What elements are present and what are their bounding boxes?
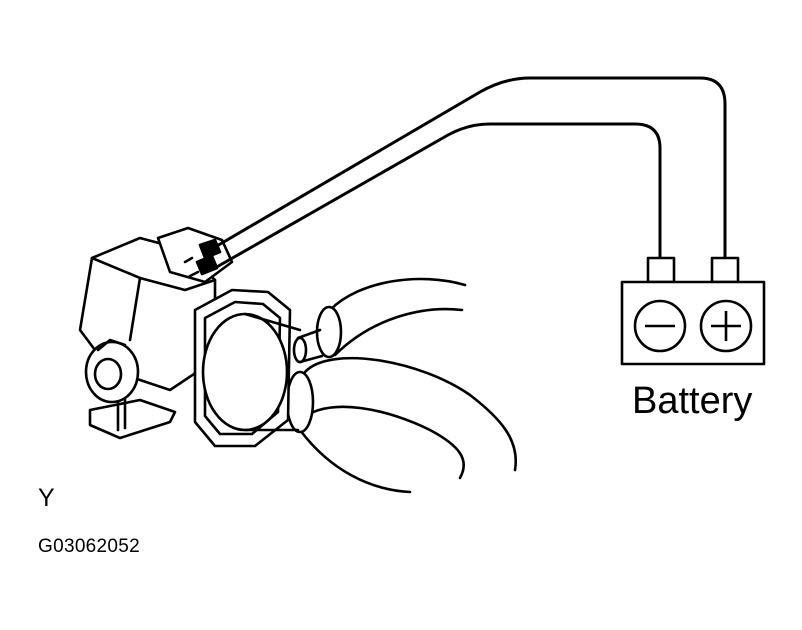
plus-icon [699,299,753,353]
battery [620,256,766,366]
wire-positive [208,76,727,260]
upper-hose [292,277,467,364]
lower-hose [285,356,518,494]
battery-label: Battery [632,380,753,422]
wires [208,76,727,270]
wire-negative [213,122,662,270]
view-letter: Y [38,484,55,512]
battery-positive-post [710,256,740,284]
vsv-body [78,226,302,448]
figure-code: G03062052 [38,536,141,557]
minus-icon [633,299,687,353]
battery-negative-post [646,256,676,284]
